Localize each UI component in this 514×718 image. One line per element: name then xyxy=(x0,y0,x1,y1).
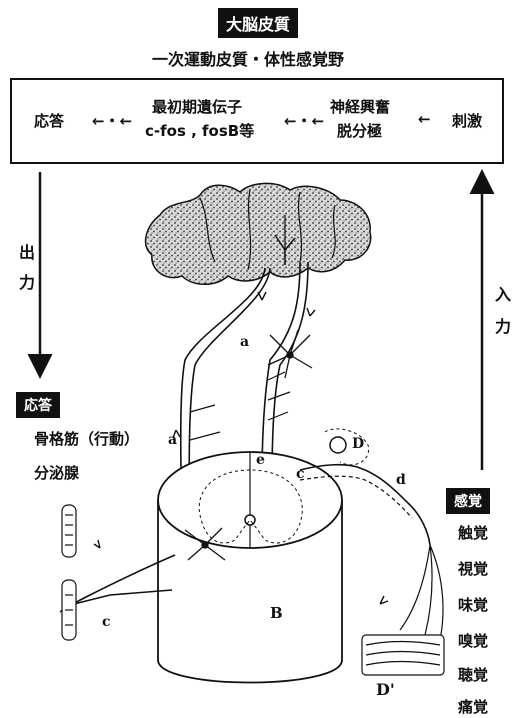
label-a-left: a xyxy=(168,432,177,448)
skin-receptor-block xyxy=(362,635,444,675)
label-d-small: d xyxy=(396,472,406,488)
dorsal-root-ganglion xyxy=(330,437,346,453)
cortex-blob xyxy=(146,183,371,284)
label-d-prime: D' xyxy=(376,680,395,699)
label-b: B xyxy=(270,604,283,622)
label-e: e xyxy=(256,452,265,468)
label-a-top: a xyxy=(240,334,249,350)
label-c-bottom: c xyxy=(102,614,111,630)
label-d: D xyxy=(352,436,364,452)
muscle-fiber-illustration xyxy=(62,505,76,640)
label-c-right: c xyxy=(296,466,305,482)
